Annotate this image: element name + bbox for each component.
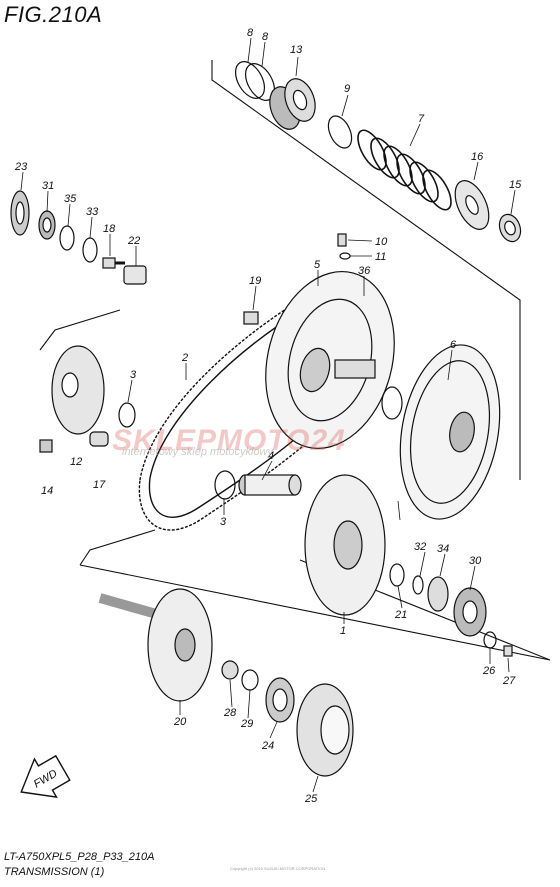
callout-28: 28 [223,707,237,719]
ring-21 [389,563,405,587]
callout-4: 4 [268,450,274,462]
nut-15 [498,213,522,243]
callout-10: 10 [375,236,388,248]
clutch-shoe-25 [296,683,354,777]
callout-21: 21 [394,609,407,621]
callout-16: 16 [471,151,484,163]
ring-33 [82,237,98,263]
callout-12: 12 [70,456,82,468]
callout-26: 26 [482,665,496,677]
callout-30: 30 [469,555,482,567]
callout-9: 9 [344,83,350,95]
callout-24: 24 [261,740,274,752]
bolt-18 [102,257,125,269]
callout-7: 7 [418,113,425,125]
one-way-clutch-24 [265,677,295,723]
washer-26 [483,631,497,649]
collar-22 [123,265,147,285]
section-name: TRANSMISSION (1) [4,866,105,878]
callout-1: 1 [340,625,346,637]
callout-group [20,37,516,793]
bolt-10 [337,233,347,247]
copyright-note: Copyright (c) 2015 SUZUKI MOTOR CORPORAT… [230,866,326,871]
callout-36: 36 [358,265,371,277]
driven-pulley-6 [399,344,501,520]
roller-17 [89,431,109,447]
callout-8b: 8 [262,31,269,43]
callout-32: 32 [414,541,426,553]
bolt-19 [243,311,259,325]
spring-7 [357,129,452,211]
washer-11 [339,252,351,260]
nut-28 [221,660,239,680]
callout-27: 27 [502,675,516,687]
ring-3-right [381,386,403,420]
callout-19: 19 [249,275,261,287]
callout-3-top: 3 [130,369,137,381]
callout-34: 34 [437,543,449,555]
fan-drive-face-1 [304,474,386,616]
bearing-31 [38,210,56,240]
bearing-30 [453,587,487,637]
bushing-3-lower [214,470,236,500]
callout-25: 25 [304,793,318,805]
watermark-tagline: internetowy sklep motocyklowy [122,446,274,458]
washer-29 [241,669,259,691]
callout-11: 11 [375,251,386,263]
callout-5: 5 [314,259,321,271]
callout-6: 6 [450,339,457,351]
ring-35 [59,225,75,251]
callout-35: 35 [64,193,77,205]
callout-17: 17 [93,479,106,491]
ring-9 [327,115,353,149]
clutch-housing-20 [98,588,213,702]
oil-seal-23 [10,190,30,236]
watermark-brand: SKLEPMOTO24 [112,424,346,457]
spacer-4 [238,474,302,496]
callout-2: 2 [181,352,188,364]
slide-piece-14 [39,439,53,453]
callout-numbers: 8 8 13 9 7 16 15 23 31 35 33 18 22 10 11… [14,27,522,805]
callout-13: 13 [290,44,303,56]
spring-seat-16 [454,180,490,230]
callout-31: 31 [42,180,54,192]
callout-18: 18 [103,223,116,235]
movable-drive-face-12 [51,345,105,435]
callout-22: 22 [127,235,140,247]
bushing-3-upper [118,402,136,428]
model-code: LT-A750XPL5_P28_P33_210A [4,851,155,863]
fwd-arrow: FWD [20,754,71,798]
callout-20: 20 [173,716,187,728]
driven-face-5 [265,270,395,450]
callout-8a: 8 [247,27,254,39]
callout-23: 23 [14,161,28,173]
callout-33: 33 [86,206,99,218]
screw-27 [503,645,513,657]
washer-32 [412,575,424,595]
figure-title: FIG.210A [4,2,103,27]
bearing-34 [427,576,449,612]
sleeve-13 [269,78,316,130]
callout-3-mid: 3 [220,516,227,528]
callout-29: 29 [240,718,253,730]
callout-15: 15 [509,179,522,191]
group-bracket-lines [39,60,551,661]
callout-14: 14 [41,485,53,497]
